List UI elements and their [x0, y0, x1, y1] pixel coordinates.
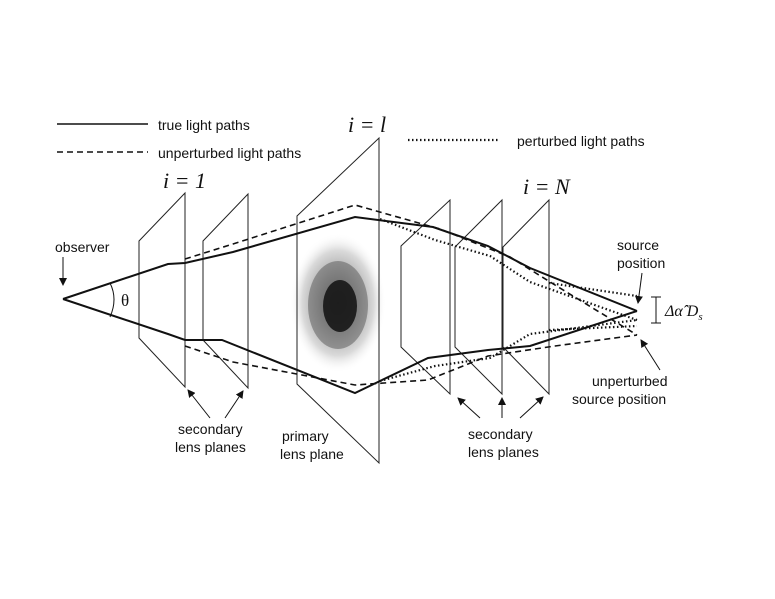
delta-alpha-subscript: s	[698, 311, 702, 323]
lens-plane-4	[400, 198, 451, 396]
legend-unperturbed-path-label: unperturbed light paths	[158, 145, 301, 161]
true-path-lower	[62, 298, 638, 395]
theta-arc	[109, 282, 115, 318]
source-position-line2: position	[617, 255, 665, 271]
source-labels: source position Δα̂ Ds unperturbed sourc…	[572, 237, 703, 407]
secondary-left-arrow-1	[187, 389, 211, 419]
primary-label-line1: primary	[282, 428, 329, 444]
unperturbed-source-line2: source position	[572, 391, 666, 407]
label-i-N: i = N	[523, 174, 571, 199]
perturbed-path-far-upper	[548, 281, 638, 298]
unperturbed-light-paths	[184, 204, 638, 386]
secondary-right-arrow-3	[519, 396, 544, 419]
lens-plane-2	[202, 192, 249, 390]
lens-plane-primary	[296, 136, 380, 465]
legend-perturbed-path-label: perturbed light paths	[517, 133, 645, 149]
lens-plane-5	[454, 198, 503, 396]
legend-true-path-label: true light paths	[158, 117, 250, 133]
legend: true light paths unperturbed light paths…	[57, 117, 645, 161]
lens-planes	[138, 136, 550, 465]
perturbed-path-upper	[379, 217, 638, 322]
lens-plane-1	[138, 191, 186, 389]
secondary-left-arrow-2	[224, 390, 244, 419]
secondary-left-label-line2: lens planes	[175, 439, 246, 455]
plane-index-labels: i = 1 i = l i = N	[163, 112, 571, 199]
unperturbed-path-upper	[184, 204, 638, 336]
observer-label: observer	[55, 239, 110, 255]
secondary-right-label-line2: lens planes	[468, 444, 539, 460]
primary-label-line2: lens plane	[280, 446, 344, 462]
theta-label: θ	[121, 291, 129, 310]
primary-galaxy-image	[290, 233, 386, 373]
perturbed-light-paths	[379, 217, 638, 383]
source-position-arrow	[634, 272, 643, 304]
perturbed-path-far-lower	[548, 324, 638, 332]
label-i-1: i = 1	[163, 168, 206, 193]
true-light-paths	[62, 215, 638, 395]
delta-alpha-main: Δα̂ D	[664, 303, 699, 320]
true-path-upper	[62, 215, 638, 312]
unperturbed-source-line1: unperturbed	[592, 373, 668, 389]
unperturbed-path-lower	[184, 334, 638, 386]
label-i-l: i = l	[348, 112, 386, 137]
observer-group: observer θ	[55, 239, 129, 318]
perturbed-path-lower	[379, 318, 638, 383]
delta-alpha-label: Δα̂ Ds	[664, 303, 703, 323]
secondary-left-label-line1: secondary	[178, 421, 243, 437]
lens-plane-N	[502, 198, 550, 396]
source-position-line1: source	[617, 237, 659, 253]
bottom-labels: secondary lens planes primary lens plane…	[175, 389, 544, 462]
unperturbed-source-arrow	[640, 339, 661, 371]
secondary-right-label-line1: secondary	[468, 426, 533, 442]
secondary-right-arrow-1	[457, 397, 481, 419]
